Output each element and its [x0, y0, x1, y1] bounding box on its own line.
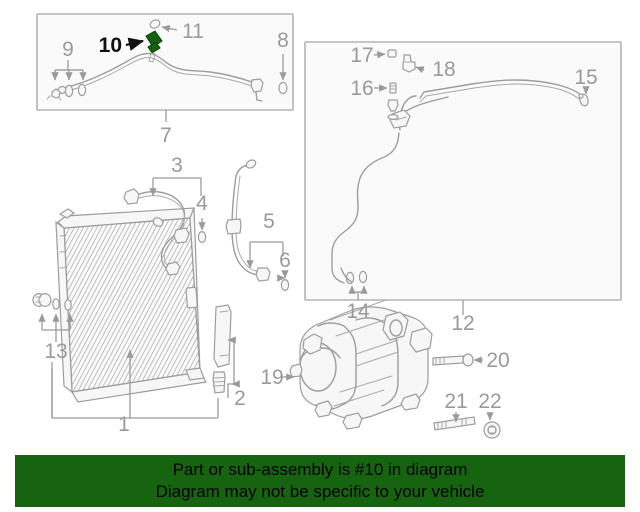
footer-banner: Part or sub-assembly is #10 in diagram D…	[15, 455, 625, 507]
panel-right	[304, 41, 622, 315]
callout-21: 21	[444, 390, 467, 413]
footer-line-2: Diagram may not be specific to your vehi…	[155, 482, 485, 501]
leader-5	[246, 241, 284, 269]
callout-14: 14	[346, 300, 370, 323]
callout-8: 8	[277, 29, 289, 52]
leader-10	[125, 37, 145, 51]
callout-1: 1	[118, 413, 130, 436]
part-20	[432, 353, 474, 367]
part-hose-7	[57, 52, 264, 102]
callout-12: 12	[451, 312, 474, 335]
leader-13	[38, 313, 74, 418]
callout-10: 10	[99, 34, 122, 57]
callout-7: 7	[160, 124, 172, 147]
callout-11: 11	[182, 20, 204, 43]
part-21	[433, 416, 476, 431]
part-4	[197, 231, 207, 244]
callout-22: 22	[478, 390, 501, 413]
leader-2	[227, 336, 240, 398]
part-22	[483, 421, 501, 439]
part-condenser-1	[55, 207, 207, 403]
callout-9: 9	[62, 38, 74, 61]
part-6	[280, 279, 290, 292]
callout-17: 17	[350, 44, 373, 67]
part-pipe-5	[225, 159, 271, 282]
part-16	[387, 82, 399, 120]
footer-line-1: Part or sub-assembly is #10 in diagram	[172, 460, 468, 479]
part-compressor-19	[289, 299, 433, 430]
leader-17	[373, 51, 386, 59]
callout-2: 2	[234, 387, 246, 410]
callout-20: 20	[486, 349, 509, 372]
callout-3: 3	[171, 154, 183, 177]
callout-15: 15	[574, 66, 597, 89]
leader-14	[348, 285, 368, 300]
leader-18	[415, 66, 425, 74]
part-18	[402, 54, 416, 73]
part-17	[387, 49, 397, 58]
part-group-13	[32, 293, 72, 311]
part-2	[212, 304, 232, 394]
leader-11	[161, 24, 178, 33]
callout-6: 6	[279, 249, 291, 272]
callout-19: 19	[260, 366, 283, 389]
part-8	[278, 81, 288, 95]
leader-3	[149, 177, 202, 197]
callout-5: 5	[263, 210, 275, 233]
part-hose-3	[123, 188, 190, 276]
part-11	[149, 19, 161, 29]
callout-13: 13	[44, 340, 67, 363]
callout-18: 18	[432, 58, 455, 81]
part-10-highlighted	[145, 30, 163, 63]
leader-9	[55, 60, 87, 80]
callout-16: 16	[350, 77, 373, 100]
callout-4: 4	[196, 192, 208, 215]
